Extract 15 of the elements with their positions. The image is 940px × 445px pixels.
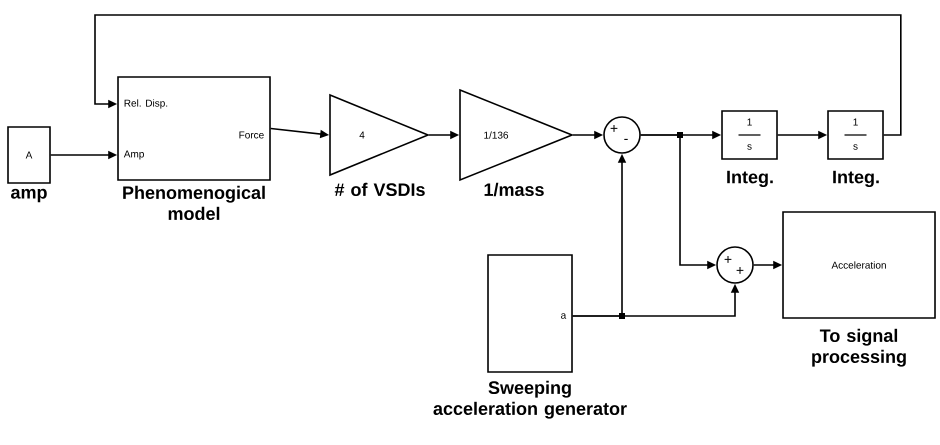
block-box: Rel. Disp. Amp Force [117, 76, 271, 181]
block-label: Integ. [727, 170, 773, 187]
arrow [94, 14, 902, 136]
block-label: Integ. [833, 170, 879, 187]
block-box: a [487, 254, 573, 373]
block-label: # of VSDIs [334, 182, 425, 196]
integrator-box: 1 s [827, 110, 884, 160]
block-box: Acceleration [782, 211, 936, 319]
block-label: To signal processing [812, 328, 906, 367]
block-box: A [7, 126, 51, 184]
block-label: Sweeping acceleration generator [434, 380, 627, 419]
block-label: amp [11, 188, 47, 202]
block-label: Phenomenogical model [123, 186, 265, 220]
integrator-box: 1 s [721, 110, 778, 160]
block-label: 1/mass [484, 182, 544, 196]
